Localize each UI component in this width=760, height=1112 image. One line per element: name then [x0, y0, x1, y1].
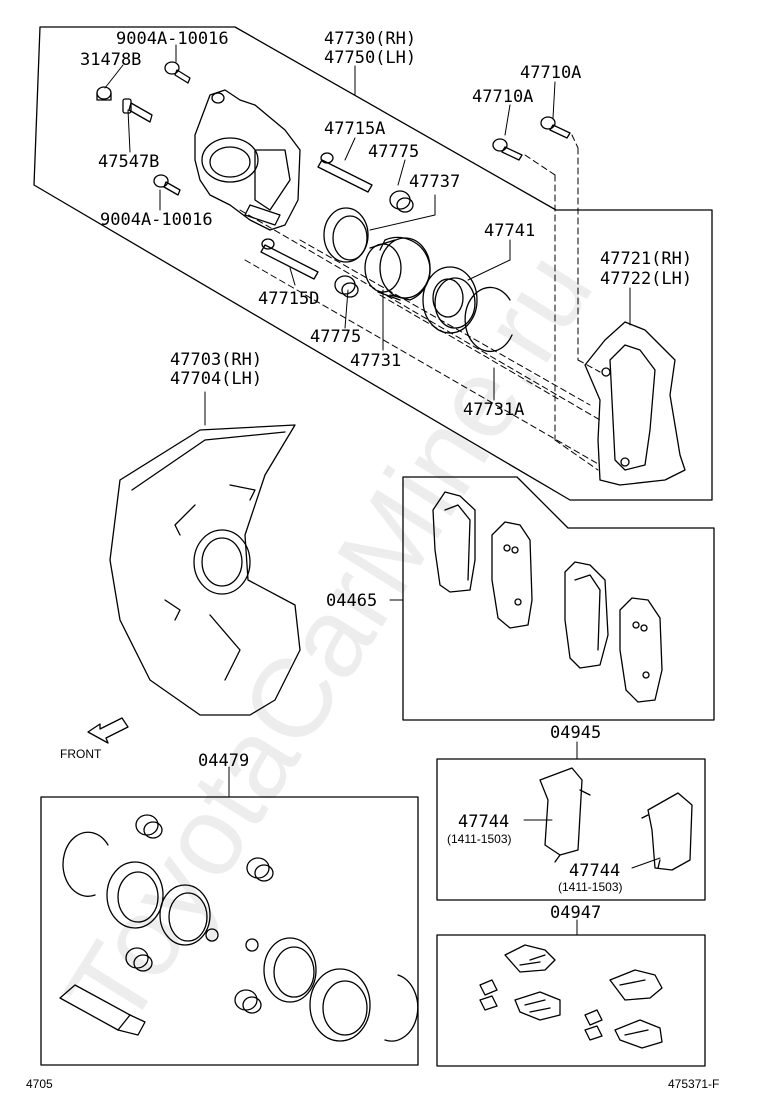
- clip-kit-frame: [436, 934, 706, 1067]
- piston-seal: [323, 207, 369, 263]
- label-47721: 47721(RH): [600, 249, 693, 269]
- label-47547b: 47547B: [98, 152, 160, 172]
- brake-pad-1: [432, 491, 476, 593]
- label-04479: 04479: [198, 751, 250, 771]
- leader-lines: [104, 44, 661, 936]
- guide-pin-upper: [317, 152, 373, 193]
- caliper-assembly-frame: [33, 26, 713, 501]
- label-47722: 47722(LH): [600, 269, 693, 289]
- dust-cover: [109, 424, 301, 716]
- caliper-bracket: [584, 321, 686, 486]
- label-47704: 47704(LH): [170, 369, 263, 389]
- label-47744-upper: 47744: [458, 812, 510, 832]
- label-9004a-top: 9004A-10016: [116, 29, 229, 49]
- label-47750: 47750(LH): [324, 48, 417, 68]
- bolt-bottom: [153, 174, 181, 196]
- boot-snap-ring: [464, 286, 513, 353]
- label-47775-lower: 47775: [310, 327, 362, 347]
- bolt-top: [164, 61, 191, 84]
- front-arrow-icon: [87, 717, 129, 744]
- brake-pad-2: [491, 521, 533, 629]
- brake-pad-4: [619, 597, 663, 703]
- label-47744-upper-range: (1411-1503): [447, 832, 512, 846]
- pad-clips: [479, 944, 663, 1049]
- label-04465: 04465: [326, 591, 378, 611]
- label-47737: 47737: [409, 172, 461, 192]
- label-47703: 47703(RH): [170, 350, 263, 370]
- label-front: FRONT: [60, 747, 102, 761]
- label-47731a: 47731A: [463, 400, 525, 420]
- pad-kit-frame: [402, 476, 715, 721]
- shim-1: [539, 767, 591, 863]
- label-47710a-left: 47710A: [472, 87, 534, 107]
- dashed-alignment-lines: [239, 134, 601, 471]
- mounting-bolt-1: [492, 138, 523, 161]
- caliper-body: [194, 89, 301, 231]
- label-47730: 47730(RH): [324, 29, 417, 49]
- label-47744-lower-range: (1411-1503): [558, 880, 623, 894]
- label-9004a-bottom: 9004A-10016: [100, 210, 213, 230]
- shim-kit-frame: [436, 758, 706, 901]
- pin-boot-upper: [389, 190, 414, 213]
- label-47744-lower: 47744: [569, 861, 621, 881]
- pin-boot-lower: [334, 275, 359, 298]
- label-04947: 04947: [550, 903, 602, 923]
- piston: [364, 236, 431, 301]
- brake-pad-3: [564, 561, 609, 669]
- label-47775-upper: 47775: [368, 142, 420, 162]
- label-47715a: 47715A: [324, 119, 386, 139]
- label-47731: 47731: [350, 351, 402, 371]
- mounting-bolt-2: [540, 116, 571, 139]
- footer-right-code: 475371-F: [668, 1077, 720, 1091]
- label-47715d: 47715D: [258, 289, 320, 309]
- label-47710a-right: 47710A: [520, 63, 582, 83]
- shim-2: [641, 792, 693, 871]
- label-31478b: 31478B: [80, 50, 142, 70]
- label-04945: 04945: [550, 723, 602, 743]
- bleeder-cap: [96, 86, 112, 101]
- guide-pin-lower: [260, 238, 319, 280]
- label-47741: 47741: [484, 221, 536, 241]
- bleeder-screw: [122, 98, 153, 123]
- seal-kit-frame: [40, 796, 419, 1066]
- dust-boot: [422, 266, 478, 334]
- seal-kit-contents: [59, 814, 419, 1042]
- footer-left-code: 4705: [26, 1077, 53, 1091]
